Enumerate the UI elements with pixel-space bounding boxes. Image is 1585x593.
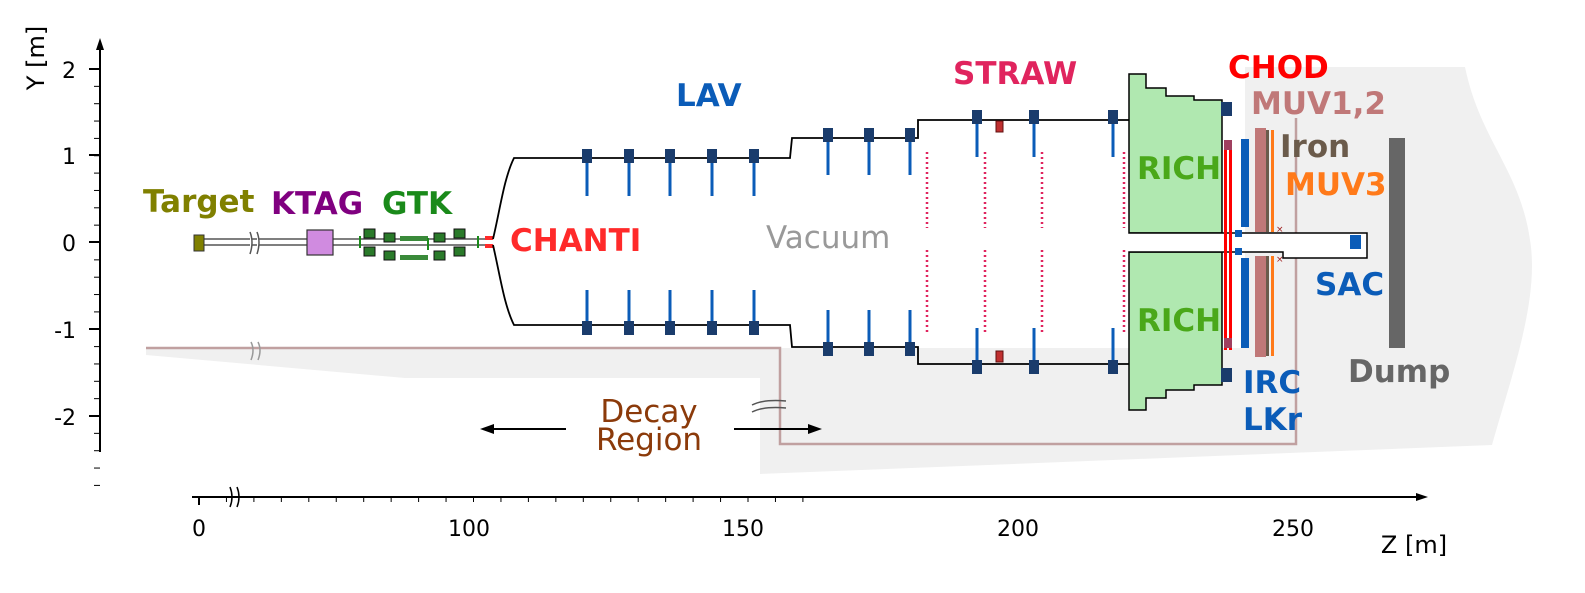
label-gtk: GTK xyxy=(382,186,453,222)
y-axis-title: Y [m] xyxy=(22,26,50,91)
z-axis-title: Z [m] xyxy=(1381,531,1447,559)
y-tick-label: -1 xyxy=(54,319,76,344)
z-tick-label: 250 xyxy=(1272,517,1314,542)
lav-module xyxy=(1029,110,1039,124)
vacuum-tank-upper xyxy=(492,119,1129,240)
downstream-beam-pipe xyxy=(1129,232,1368,259)
lav-module xyxy=(582,321,592,335)
muv3-block: × × xyxy=(1271,130,1284,356)
dump-block xyxy=(1389,138,1405,348)
cavern-outline xyxy=(146,118,1298,446)
lav-module xyxy=(823,342,833,356)
label-decay: Decay xyxy=(600,394,697,430)
label-rich-lower: RICH xyxy=(1137,303,1221,339)
rich-lower-vessel xyxy=(1128,251,1223,411)
z-axis-break-mark xyxy=(229,486,240,508)
label-iron: Iron xyxy=(1280,129,1350,165)
lav-module xyxy=(707,149,717,163)
lav-module xyxy=(1108,110,1118,124)
chod-planes xyxy=(1224,140,1232,350)
label-region: Region xyxy=(596,422,702,458)
label-lav: LAV xyxy=(676,78,742,114)
y-tick-label: 1 xyxy=(62,145,76,170)
z-axis-ticks xyxy=(198,497,804,505)
y-tick-label: 2 xyxy=(62,59,76,84)
z-tick-label: 100 xyxy=(448,517,490,542)
label-target: Target xyxy=(143,184,255,220)
label-straw: STRAW xyxy=(953,56,1077,92)
z-tick-label: 200 xyxy=(997,517,1039,542)
z-tick-label: 0 xyxy=(192,517,206,542)
svg-text:×: × xyxy=(1276,225,1284,235)
lav-module xyxy=(972,360,982,374)
lav-module xyxy=(749,321,759,335)
cavern-break-mark xyxy=(751,399,787,413)
cavern-break-mark xyxy=(250,341,261,361)
y-axis-ticks xyxy=(89,68,100,486)
iron-block xyxy=(1266,130,1269,356)
lav-module xyxy=(905,128,915,142)
lav-module xyxy=(864,128,874,142)
lav-module xyxy=(707,321,717,335)
label-muv12: MUV1,2 xyxy=(1251,86,1386,122)
decay-region-arrows xyxy=(480,424,822,434)
svg-text:×: × xyxy=(1276,255,1284,265)
ktag-block xyxy=(306,229,334,256)
gtk-assembly xyxy=(359,228,479,261)
lav-module xyxy=(665,321,675,335)
label-irc: IRC xyxy=(1243,365,1301,401)
label-dump: Dump xyxy=(1348,354,1450,390)
z-tick-label: 150 xyxy=(722,517,764,542)
lav-module xyxy=(749,149,759,163)
lav-module xyxy=(624,149,634,163)
label-lkr: LKr xyxy=(1243,402,1303,438)
lav-module xyxy=(972,110,982,124)
straw-chambers xyxy=(925,152,1126,334)
sac-block xyxy=(1350,235,1361,249)
y-tick-labels: 2 1 0 -1 -2 xyxy=(54,59,76,431)
z-tick-labels: 0 100 150 200 250 xyxy=(192,517,1314,542)
lav-module xyxy=(823,128,833,142)
label-ktag: KTAG xyxy=(271,186,363,222)
label-vacuum: Vacuum xyxy=(766,220,890,256)
lav-stations xyxy=(582,110,1118,374)
lav-module xyxy=(864,342,874,356)
label-rich-upper: RICH xyxy=(1137,151,1221,187)
target-block xyxy=(193,234,205,252)
y-axis-arrow xyxy=(96,38,104,50)
label-muv3: MUV3 xyxy=(1285,167,1387,203)
muv12-block xyxy=(1255,128,1266,357)
label-chanti: CHANTI xyxy=(510,223,641,259)
label-chod: CHOD xyxy=(1228,50,1329,86)
lav-module xyxy=(1108,360,1118,374)
z-axis-arrow xyxy=(1416,493,1428,501)
chanti-block xyxy=(485,236,493,248)
lav-module xyxy=(582,149,592,163)
lav-module xyxy=(905,342,915,356)
lav-module xyxy=(1029,360,1039,374)
label-sac: SAC xyxy=(1315,267,1384,303)
y-tick-label: 0 xyxy=(62,232,76,257)
straw-magnet xyxy=(995,120,1004,363)
rich-end-modules xyxy=(1221,102,1232,382)
irc-lkr-block xyxy=(1235,139,1249,348)
vacuum-tank-lower xyxy=(492,244,1129,365)
lav-module xyxy=(665,149,675,163)
lav-module xyxy=(624,321,634,335)
y-tick-label: -2 xyxy=(54,406,76,431)
